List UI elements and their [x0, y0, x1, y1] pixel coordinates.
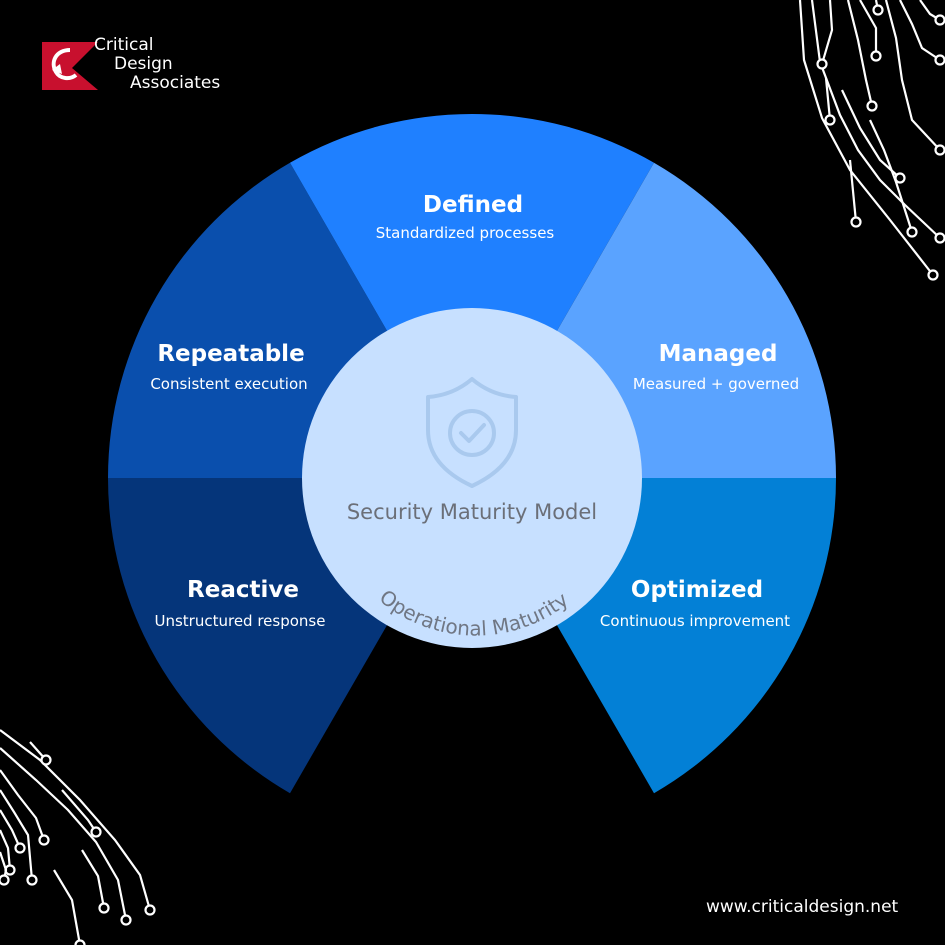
circuit-node	[934, 54, 945, 66]
circuit-trace	[0, 809, 22, 849]
circuit-trace	[899, 0, 941, 61]
segment-optimized	[556, 478, 836, 794]
circuit-node	[74, 939, 86, 945]
circuit-trace	[0, 789, 34, 881]
circuit-node	[26, 874, 38, 886]
segment-managed	[556, 162, 836, 478]
circuit-trace	[846, 0, 874, 107]
circuit-node	[120, 914, 132, 926]
circuit-trace	[859, 0, 878, 56]
circuit-node	[824, 114, 836, 126]
circuit-trace	[0, 829, 12, 871]
segment-repeatable	[108, 162, 388, 478]
circuit-trace	[798, 0, 934, 276]
segment-subtitle-defined: Standardized processes	[376, 224, 555, 242]
circuit-node	[934, 14, 945, 26]
segment-subtitle-reactive: Unstructured response	[155, 612, 326, 630]
circuit-trace	[0, 747, 128, 921]
brand-line-1: Critical	[94, 35, 154, 55]
circuit-node	[14, 842, 26, 854]
circuit-node	[927, 269, 939, 281]
segment-subtitle-repeatable: Consistent execution	[150, 375, 307, 393]
circuit-trace	[884, 0, 941, 151]
circuit-node	[870, 50, 882, 62]
circuit-decoration-bottom-left	[0, 729, 156, 945]
circuit-node	[90, 826, 102, 838]
brand-line-3: Associates	[130, 73, 221, 93]
logo-icon	[42, 42, 98, 90]
circuit-trace	[0, 729, 152, 911]
segment-title-optimized: Optimized	[631, 577, 763, 603]
circuit-trace	[53, 869, 82, 945]
circuit-trace	[820, 0, 834, 65]
circuit-trace	[0, 769, 46, 841]
circuit-node	[850, 216, 862, 228]
segment-subtitle-optimized: Continuous improvement	[600, 612, 790, 630]
circuit-node	[816, 58, 828, 70]
shield-check-icon	[426, 377, 518, 488]
circuit-trace	[81, 849, 106, 909]
segment-title-managed: Managed	[659, 341, 778, 367]
circuit-trace	[869, 119, 914, 233]
circuit-node	[144, 904, 156, 916]
circuit-node	[0, 874, 10, 886]
circuit-trace	[824, 77, 832, 121]
circuit-node	[38, 834, 50, 846]
segment-title-defined: Defined	[423, 192, 523, 218]
brand-name: Critical Design Associates	[94, 36, 220, 93]
center-circle	[302, 308, 642, 648]
segment-defined	[290, 114, 654, 333]
circuit-node	[40, 754, 52, 766]
segment-subtitle-managed: Measured + governed	[633, 375, 799, 393]
circuit-node	[872, 4, 884, 16]
circuit-node	[934, 144, 945, 156]
brand-line-2: Design	[114, 54, 173, 74]
circuit-trace	[848, 159, 858, 223]
segment-title-reactive: Reactive	[187, 577, 299, 603]
circuit-decoration-top-right	[798, 0, 945, 281]
website-url: www.criticaldesign.net	[706, 897, 899, 917]
circuit-node	[866, 100, 878, 112]
circuit-node	[98, 902, 110, 914]
center-label: Security Maturity Model	[347, 500, 597, 524]
segment-reactive	[108, 478, 388, 794]
circuit-node	[906, 226, 918, 238]
segment-title-repeatable: Repeatable	[157, 341, 304, 367]
circuit-node	[934, 232, 945, 244]
